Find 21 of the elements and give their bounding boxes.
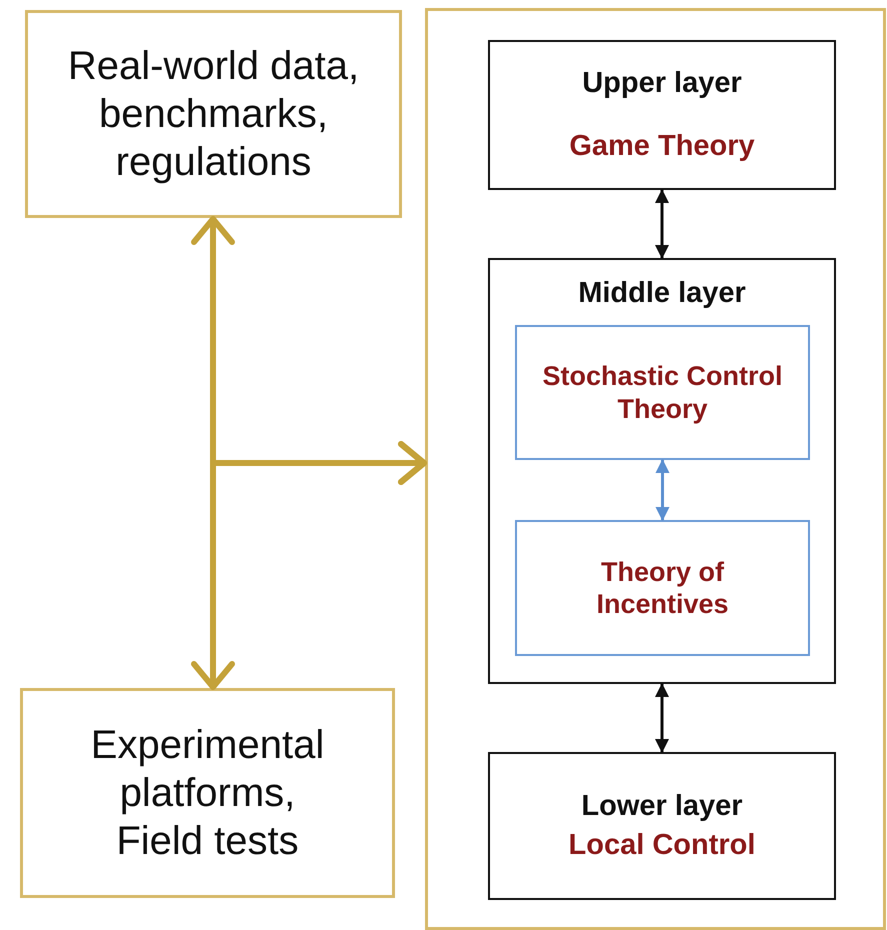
theory-box: [515, 325, 810, 460]
layer-label: Middle layer: [578, 276, 746, 311]
layer-box: [488, 752, 836, 900]
theory-box: [515, 520, 810, 656]
theory-label: Stochastic Control Theory: [541, 360, 784, 425]
layer-box: [488, 258, 836, 684]
layer-label: Upper layer: [582, 66, 742, 101]
double-arrow: [655, 189, 669, 259]
layer-label: Game Theory: [569, 129, 755, 164]
text-box: [20, 688, 395, 898]
double-arrow: [656, 459, 670, 521]
box-label: Real-world data, benchmarks, regulations: [66, 43, 360, 186]
panel: [425, 8, 886, 930]
layer-box: [488, 40, 836, 190]
double-arrow: [655, 683, 669, 753]
text-box: [25, 10, 402, 218]
theory-label: Theory of Incentives: [595, 556, 730, 620]
box-label: Experimental platforms, Field tests: [90, 722, 326, 865]
layer-label: Local Control: [568, 828, 756, 863]
layer-label: Lower layer: [581, 789, 743, 824]
double-arrow: [191, 216, 235, 690]
